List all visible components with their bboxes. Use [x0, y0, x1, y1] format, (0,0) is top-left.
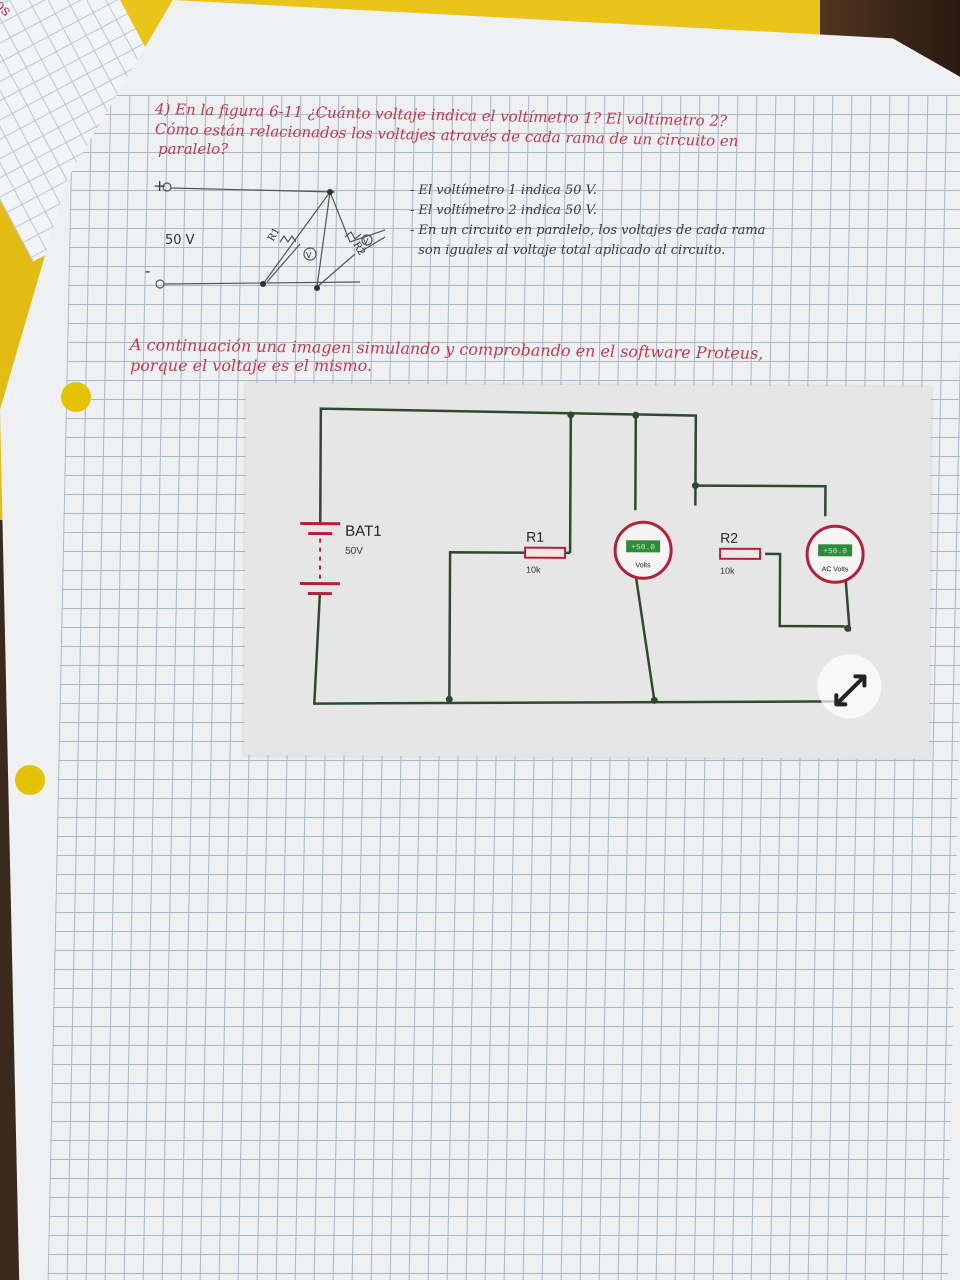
- r2-name: R2: [720, 530, 738, 546]
- sketch-minus: -: [145, 261, 150, 280]
- junction-dot: [260, 281, 266, 287]
- junction-dot: [691, 482, 699, 490]
- resize-icon-background: [817, 654, 882, 719]
- junction-dot: [650, 696, 658, 704]
- r1-value: 10k: [526, 565, 541, 575]
- answer-line-1: - El voltímetro 1 indica 50 V.: [410, 183, 597, 198]
- sketch-source-label: 50 V: [165, 233, 195, 248]
- junction-dot: [844, 624, 852, 632]
- r2-value: 10k: [720, 566, 735, 576]
- question-line-3: paralelo?: [158, 140, 229, 158]
- answer-line-3: - En un circuito en paralelo, los voltaj…: [410, 223, 766, 238]
- answer-line-2: - El voltímetro 2 indica 50 V.: [410, 203, 597, 218]
- voltmeter-2-reading: +50.0: [823, 547, 847, 556]
- voltmeter-2-label: AC Volts: [822, 566, 849, 573]
- hand-drawn-circuit: + - 50 V R1 R2 V V: [145, 176, 386, 291]
- junction-dot: [327, 189, 333, 195]
- sketch-v1-label: V: [306, 251, 312, 260]
- sketch-v2-label: V: [363, 237, 369, 246]
- note-line-2: porque el voltaje es el mismo.: [130, 356, 373, 375]
- back-sheet-text: estos: [0, 0, 15, 20]
- junction-dot: [445, 695, 453, 703]
- resistor-r1: [524, 546, 567, 559]
- voltmeter-2-display: [818, 544, 853, 557]
- voltmeter-1-reading: +50.0: [631, 543, 655, 552]
- voltmeter-1-display: [626, 540, 661, 553]
- junction-dot: [567, 411, 575, 419]
- junction-dot: [632, 411, 640, 419]
- punch-hole-top: [61, 382, 91, 412]
- battery-name: BAT1: [345, 523, 381, 540]
- punch-hole-bottom: [15, 765, 45, 795]
- resistor-r2: [719, 547, 762, 560]
- r1-name: R1: [526, 529, 544, 545]
- junction-dot: [314, 285, 320, 291]
- battery-value: 50V: [345, 546, 363, 557]
- resize-arrows-icon: [834, 674, 867, 707]
- answer-line-4: son iguales al voltaje total aplicado al…: [410, 243, 726, 258]
- sketch-plus: +: [153, 176, 166, 195]
- voltmeter-1-label: Volts: [635, 562, 651, 569]
